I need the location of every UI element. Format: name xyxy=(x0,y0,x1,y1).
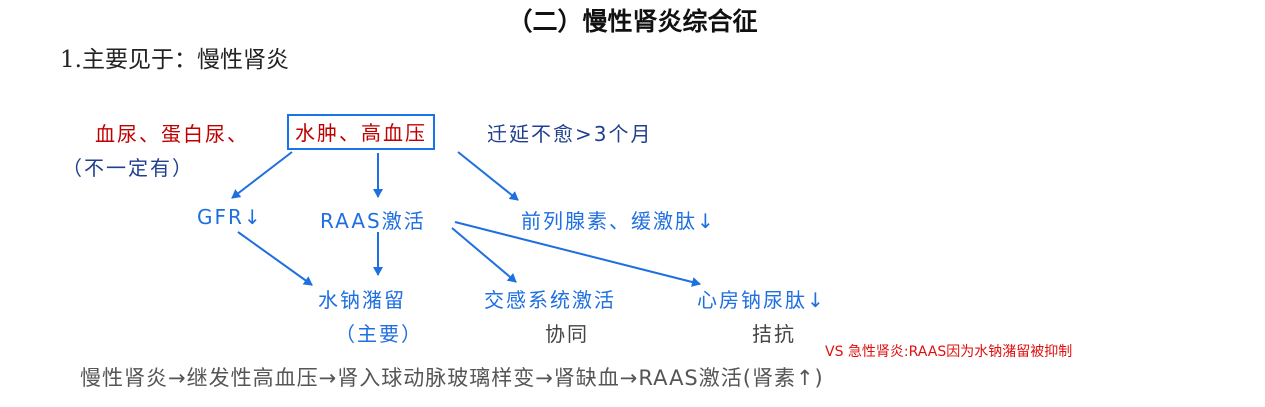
arrow-gfr-to-sodium xyxy=(237,231,313,286)
effect-prostaglandin: 前列腺素、缓激肽↓ xyxy=(521,209,716,233)
page-title: （二）慢性肾炎综合征 xyxy=(507,7,758,36)
outcome-sodium-note: （主要） xyxy=(335,322,423,346)
arrow-box-to-gfr xyxy=(231,151,293,199)
arrow-box-to-prostaglandin xyxy=(457,151,519,201)
outcome-sympathetic: 交感系统激活 xyxy=(484,288,616,312)
effect-raas: RAAS激活 xyxy=(320,209,426,233)
outcome-anp-note: 拮抗 xyxy=(752,322,796,346)
pathway-line: 慢性肾炎→继发性高血压→肾入球动脉玻璃样变→肾缺血→RAAS激活(肾素↑) xyxy=(80,366,824,390)
symptom-note: （不一定有） xyxy=(62,156,194,180)
arrow-raas-to-sympathetic xyxy=(451,227,517,283)
symptom-duration: 迁延不愈>3个月 xyxy=(487,122,653,146)
vs-note: VS 急性肾炎:RAAS因为水钠潴留被抑制 xyxy=(825,344,1073,360)
outcome-sympathetic-note: 协同 xyxy=(545,322,589,346)
symptom-edema-hypertension-box: 水肿、高血压 xyxy=(287,114,435,150)
effect-gfr: GFR↓ xyxy=(197,205,263,229)
outcome-sodium-retention: 水钠潴留 xyxy=(318,288,406,312)
intro-line: 1.主要见于：慢性肾炎 xyxy=(60,47,289,73)
arrow-raas-to-anp xyxy=(454,221,701,287)
outcome-anp: 心房钠尿肽↓ xyxy=(697,288,826,312)
symptom-hematuria-proteinuria: 血尿、蛋白尿、 xyxy=(95,122,249,146)
